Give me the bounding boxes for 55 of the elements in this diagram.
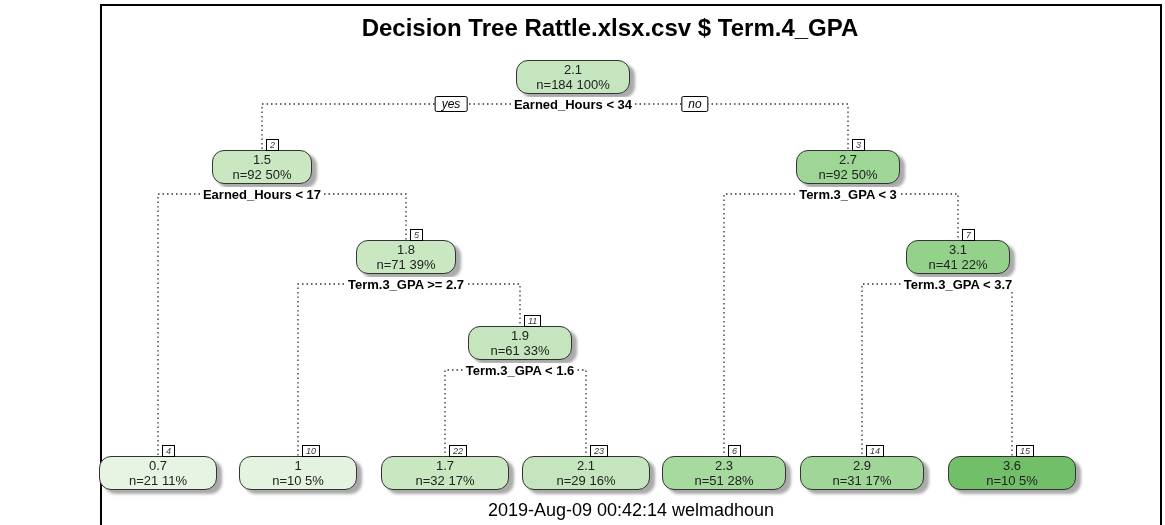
node-number: 2: [266, 139, 279, 151]
node-count: n=10 5%: [271, 473, 325, 488]
node-count: n=51 28%: [693, 473, 755, 488]
node-value: 1.9: [509, 328, 531, 343]
node-count: n=41 22%: [927, 257, 989, 272]
node-number: 6: [728, 445, 741, 457]
leaf-node-box: [239, 456, 357, 490]
leaf-node-box: [662, 456, 786, 490]
node-count: n=32 17%: [414, 473, 476, 488]
leaf-node-box: [522, 456, 650, 490]
node-count: n=92 50%: [231, 167, 293, 182]
leaf-node-box: [800, 456, 924, 490]
node-value: 2.9: [851, 458, 873, 473]
node-value: 3.1: [947, 242, 969, 257]
node-count: n=21 11%: [128, 473, 188, 488]
node-count: n=61 33%: [489, 343, 551, 358]
node-value: 1.5: [251, 152, 273, 167]
node-count: n=31 17%: [831, 473, 893, 488]
node-value: 2.7: [837, 152, 859, 167]
node-value: 1: [293, 458, 303, 473]
node-number: 7: [962, 229, 975, 241]
node-count: n=92 50%: [817, 167, 879, 182]
node-number: 3: [852, 139, 865, 151]
branch-label: yes: [434, 96, 468, 112]
node-value: 2.3: [713, 458, 735, 473]
chart-title: Decision Tree Rattle.xlsx.csv $ Term.4_GPA: [360, 14, 860, 42]
node-value: 0.7: [147, 458, 169, 473]
node-value: 2.1: [575, 458, 597, 473]
node-value: 1.8: [395, 242, 417, 257]
node-number: 14: [866, 445, 884, 457]
node-count: n=184 100%: [535, 77, 611, 92]
split-node-box: [796, 150, 900, 184]
node-number: 15: [1016, 445, 1034, 457]
caption: 2019-Aug-09 00:42:14 welmadhoun: [486, 500, 776, 521]
split-node-box: [356, 240, 456, 274]
node-number: 23: [590, 445, 608, 457]
node-number: 22: [449, 445, 467, 457]
node-number: 4: [162, 445, 175, 457]
split-node-box: [212, 150, 312, 184]
node-number: 5: [410, 229, 423, 241]
leaf-node-box: [381, 456, 509, 490]
leaf-node-box: [99, 456, 217, 490]
branch-label: no: [681, 96, 709, 112]
node-value: 2.1: [562, 62, 584, 77]
node-value: 3.6: [1001, 458, 1023, 473]
leaf-node-box: [948, 456, 1076, 490]
node-count: n=29 16%: [555, 473, 617, 488]
node-value: 1.7: [434, 458, 456, 473]
split-node-box: [906, 240, 1010, 274]
split-node-box: [468, 326, 572, 360]
split-node-box: [516, 60, 630, 94]
node-count: n=71 39%: [375, 257, 437, 272]
node-count: n=10 5%: [985, 473, 1039, 488]
node-number: 10: [302, 445, 320, 457]
node-number: 11: [524, 315, 542, 327]
